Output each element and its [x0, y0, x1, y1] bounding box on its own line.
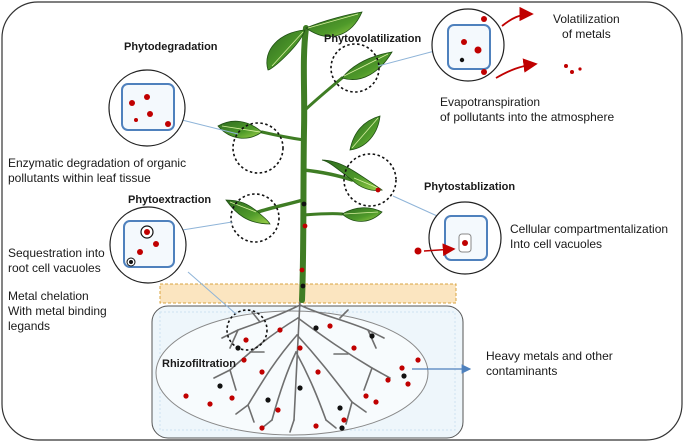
desc-phytoextraction-line2: root cell vacuoles: [8, 261, 101, 275]
root-metal-dots: [183, 323, 421, 431]
desc-phytodegradation-line2: pollutants within leaf tissue: [8, 171, 151, 185]
desc-volatilization: Volatilization of metals: [553, 12, 620, 42]
roots: [213, 299, 391, 433]
desc-phytostablization: Cellular compartmentalization Into cell …: [510, 222, 668, 252]
desc-phytodegradation: Enzymatic degradation of organic polluta…: [8, 156, 186, 186]
title-rhizofiltration: Rhizofiltration: [162, 358, 236, 370]
leaf-upper-right: [341, 51, 393, 80]
desc-phytostablization-line2: Into cell vacuoles: [510, 237, 603, 251]
desc-volatilization-line2: of metals: [562, 27, 611, 41]
title-phytostablization: Phytostablization: [424, 181, 516, 193]
title-phytoextraction: Phytoextraction: [128, 194, 212, 206]
desc-phytoextraction: Sequestration into root cell vacuoles: [8, 246, 105, 276]
detail-circle-phytoextraction: [109, 206, 187, 284]
root-black-dots: [217, 325, 407, 431]
desc-volatilization-line1: Volatilization: [553, 12, 620, 26]
leaf-lower-right: [341, 207, 383, 222]
detail-circle-phytodegradation: [108, 69, 186, 147]
rhizosphere-ellipse: [155, 310, 429, 436]
focus-circles: [226, 43, 397, 351]
volatilization-arrows: [495, 6, 538, 79]
desc-evapotranspiration: Evapotranspiration of pollutants into th…: [440, 95, 614, 125]
leaf-lower-left: [225, 199, 271, 225]
desc-rhizofiltration: Heavy metals and other contaminants: [486, 349, 613, 379]
stem: [256, 25, 354, 303]
stem-dots: [299, 201, 308, 289]
desc-metal-chelation: Metal chelation With metal binding legan…: [8, 289, 107, 334]
title-phytodegradation: Phytodegradation: [124, 41, 218, 53]
desc-phytostablization-line1: Cellular compartmentalization: [510, 222, 669, 236]
desc-rhizofiltration-line2: contaminants: [486, 364, 558, 378]
detail-circle-phytostablization: [414, 201, 502, 275]
desc-metal-chelation-line1: Metal chelation: [8, 289, 89, 303]
title-phytovolatilization: Phytovolatilization: [324, 33, 422, 45]
desc-evapotranspiration-line1: Evapotranspiration: [440, 95, 541, 109]
desc-metal-chelation-line2: With metal binding: [8, 304, 107, 318]
desc-phytodegradation-line1: Enzymatic degradation of organic: [8, 156, 187, 170]
desc-evapotranspiration-line2: of pollutants into the atmosphere: [440, 110, 615, 124]
detail-circle-phytovolatilization: [431, 8, 505, 82]
volatile-particles: [564, 64, 582, 74]
leaf-top-right: [305, 11, 363, 37]
desc-phytoextraction-line1: Sequestration into: [8, 246, 105, 260]
soil-band: [159, 283, 457, 304]
desc-rhizofiltration-line1: Heavy metals and other: [486, 349, 613, 363]
desc-metal-chelation-line3: legands: [8, 319, 51, 333]
leaf-mid-left: [217, 120, 263, 139]
leaf-veins: [221, 13, 389, 215]
connector-lines: [169, 47, 447, 315]
leaf-right-mid: [321, 159, 384, 191]
